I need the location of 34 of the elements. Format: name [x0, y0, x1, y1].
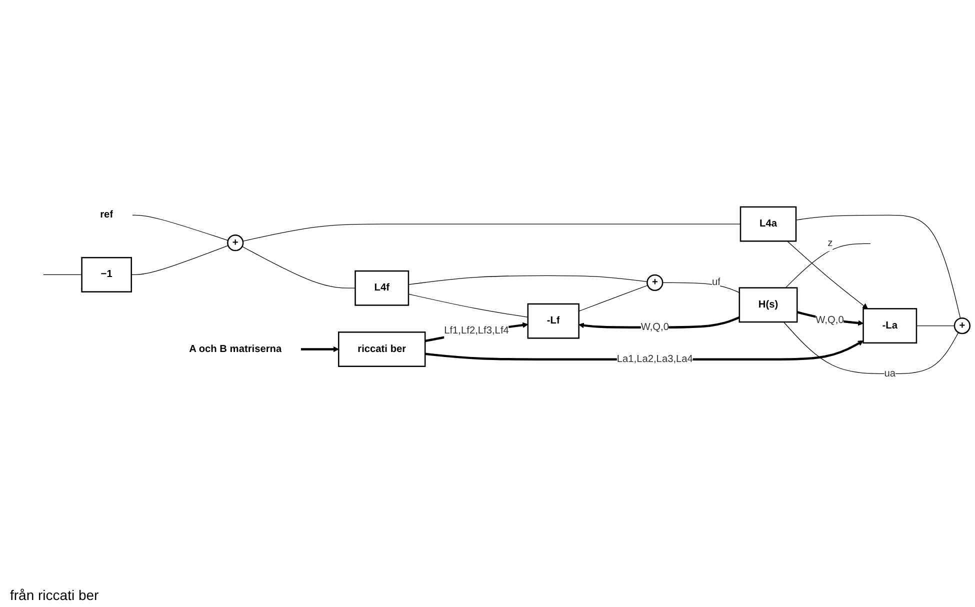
- connector: [131, 246, 228, 276]
- connector: [242, 246, 356, 289]
- node-text: A och B matriserna: [189, 344, 282, 355]
- edge-label: La1,La2,La3,La4: [616, 354, 693, 365]
- node-box: L4a: [740, 206, 797, 242]
- arrow: [300, 346, 339, 352]
- connector: [662, 282, 740, 294]
- node-box: H(s): [738, 287, 798, 323]
- node-circle: +: [646, 274, 664, 292]
- edge-label: Lf1,Lf2,Lf3,Lf4: [444, 326, 509, 337]
- connector: [408, 294, 528, 318]
- connector: [408, 276, 648, 286]
- node-box: L4f: [354, 270, 410, 306]
- connector: [242, 224, 741, 242]
- edge-label: W,Q,0: [816, 314, 844, 326]
- edge-label: uf: [712, 277, 720, 288]
- connector: [578, 285, 648, 312]
- node-text: ref: [100, 210, 114, 221]
- connector: [785, 244, 872, 288]
- connector: [132, 215, 228, 242]
- edge-label: z: [828, 238, 833, 250]
- connector: [42, 274, 82, 276]
- node-box: -Lf: [527, 304, 580, 340]
- node-box: -La: [862, 308, 918, 344]
- node-box: riccati ber: [338, 332, 426, 368]
- connector: [796, 215, 961, 319]
- connector: [783, 322, 959, 374]
- edge-label: ua: [884, 368, 896, 380]
- note-text: från riccati ber: [10, 587, 99, 603]
- node-circle: +: [954, 318, 971, 334]
- arrow: [786, 241, 868, 310]
- node-circle: +: [227, 234, 244, 252]
- edge-label: W,Q,0: [640, 322, 669, 333]
- node-box: −1: [81, 257, 132, 293]
